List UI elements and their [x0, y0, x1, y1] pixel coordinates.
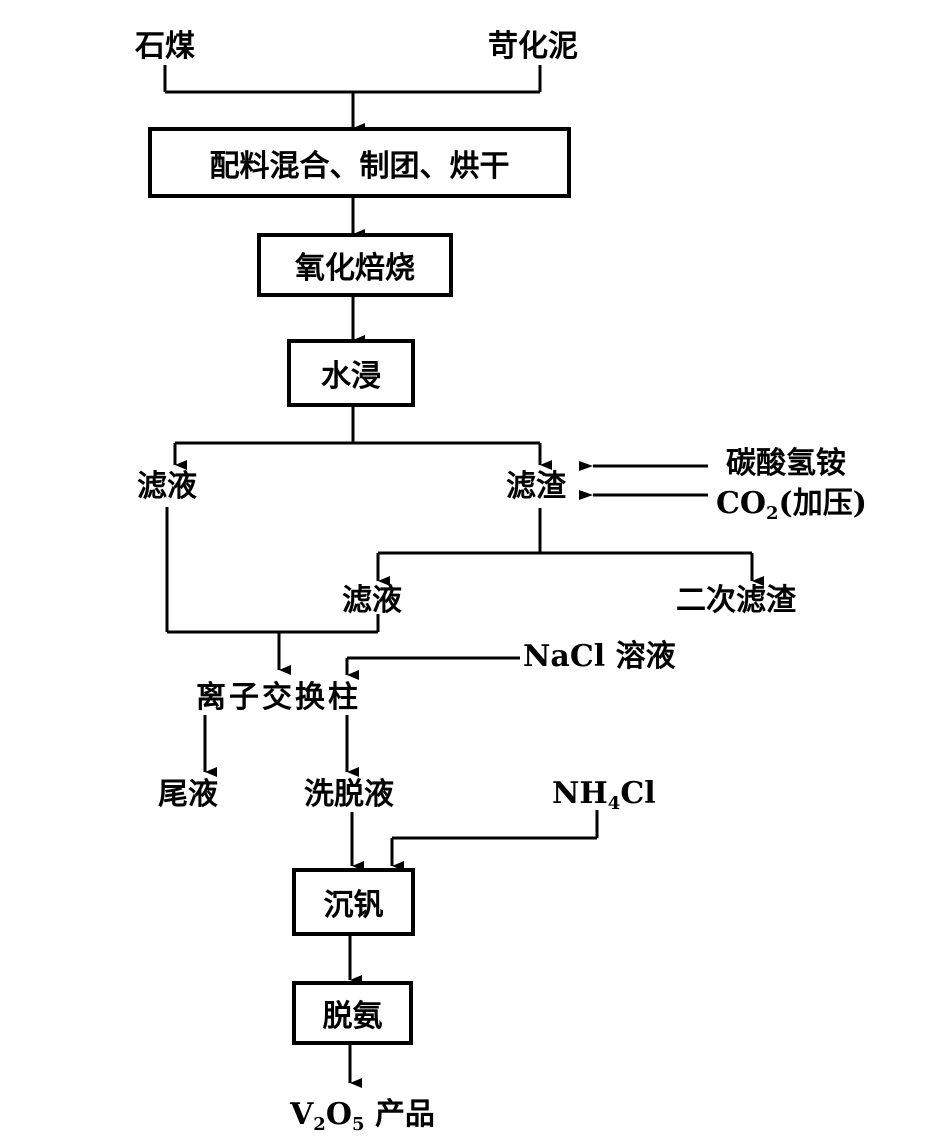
step-deammoniate-box: 脱氨	[292, 981, 413, 1045]
step-leach-box: 水浸	[287, 339, 415, 407]
reagent-nacl: NaCl 溶液	[523, 642, 676, 672]
co2-formula: CO	[716, 486, 767, 521]
co2-subscript: 2	[766, 503, 779, 524]
step-precipitate-box: 沉钒	[292, 868, 415, 936]
nacl-word: 溶液	[615, 639, 676, 674]
node-ion-exchange-column: 离子交换柱	[196, 680, 361, 715]
reagent-ammonium-bicarbonate: 碳酸氢铵	[726, 446, 846, 481]
co2-note: (加压)	[778, 486, 867, 521]
product-v: V	[290, 1097, 314, 1132]
node-filtrate-1: 滤液	[137, 469, 197, 504]
node-filtrate-2: 滤液	[342, 583, 402, 618]
node-secondary-residue: 二次滤渣	[676, 583, 796, 618]
product-sub-5: 5	[351, 1114, 365, 1135]
node-residue-1: 滤渣	[506, 469, 566, 504]
product-v2o5: V2O5 产品	[290, 1100, 435, 1134]
input-caustic-sludge: 苛化泥	[488, 29, 578, 64]
node-tail-liquid: 尾液	[158, 777, 218, 812]
nh4cl-subscript: 4	[607, 793, 621, 814]
product-o: O	[325, 1097, 352, 1132]
reagent-nh4cl: NH4Cl	[552, 779, 656, 813]
input-stone-coal: 石煤	[135, 29, 195, 64]
nh4cl-formula-a: NH	[552, 776, 608, 811]
product-sub-2: 2	[313, 1114, 326, 1135]
node-eluate: 洗脱液	[304, 777, 394, 812]
nacl-formula: NaCl	[523, 639, 606, 674]
product-label: 产品	[374, 1097, 435, 1132]
nh4cl-formula-b: Cl	[620, 776, 656, 811]
reagent-co2: CO2(加压)	[716, 489, 867, 523]
step-roast-box: 氧化焙烧	[257, 233, 453, 297]
step-mix-box: 配料混合、制团、烘干	[148, 127, 571, 198]
